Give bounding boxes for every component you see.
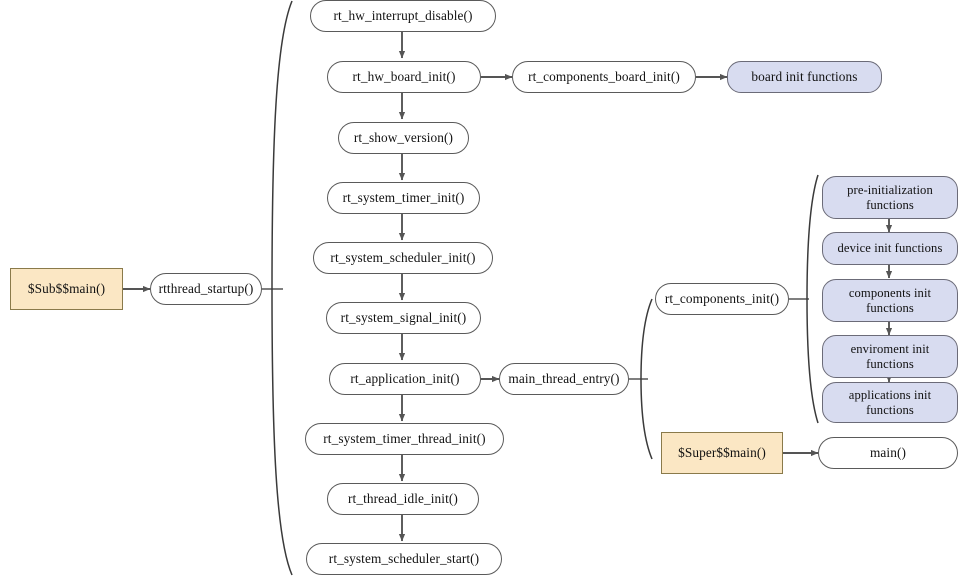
node-sub-main[interactable]: $Sub$$main() [10, 268, 123, 310]
startup-group-brace [271, 0, 293, 576]
node-pre-initialization-functions[interactable]: pre-initialization functions [822, 176, 958, 219]
components-init-group-brace [806, 174, 819, 424]
node-rt-thread-idle-init[interactable]: rt_thread_idle_init() [327, 483, 479, 515]
node-main-thread-entry[interactable]: main_thread_entry() [499, 363, 629, 395]
node-enviroment-init-functions[interactable]: enviroment init functions [822, 335, 958, 378]
node-rt-system-signal-init[interactable]: rt_system_signal_init() [326, 302, 481, 334]
node-rt-system-scheduler-start[interactable]: rt_system_scheduler_start() [306, 543, 502, 575]
node-device-init-functions[interactable]: device init functions [822, 232, 958, 265]
node-components-init-functions[interactable]: components init functions [822, 279, 958, 322]
node-rt-system-timer-init[interactable]: rt_system_timer_init() [327, 182, 480, 214]
node-rt-system-scheduler-init[interactable]: rt_system_scheduler_init() [313, 242, 493, 274]
node-super-main[interactable]: $Super$$main() [661, 432, 783, 474]
node-rt-components-init[interactable]: rt_components_init() [655, 283, 789, 315]
node-rt-hw-board-init[interactable]: rt_hw_board_init() [327, 61, 481, 93]
node-rt-show-version[interactable]: rt_show_version() [338, 122, 469, 154]
node-rt-hw-interrupt-disable[interactable]: rt_hw_interrupt_disable() [310, 0, 496, 32]
node-board-init-functions[interactable]: board init functions [727, 61, 882, 93]
node-rt-application-init[interactable]: rt_application_init() [329, 363, 481, 395]
node-main[interactable]: main() [818, 437, 958, 469]
node-rtthread-startup[interactable]: rtthread_startup() [150, 273, 262, 305]
node-rt-components-board-init[interactable]: rt_components_board_init() [512, 61, 696, 93]
node-applications-init-functions[interactable]: applications init functions [822, 382, 958, 423]
node-rt-system-timer-thread-init[interactable]: rt_system_timer_thread_init() [305, 423, 504, 455]
main-thread-group-brace [640, 298, 653, 460]
